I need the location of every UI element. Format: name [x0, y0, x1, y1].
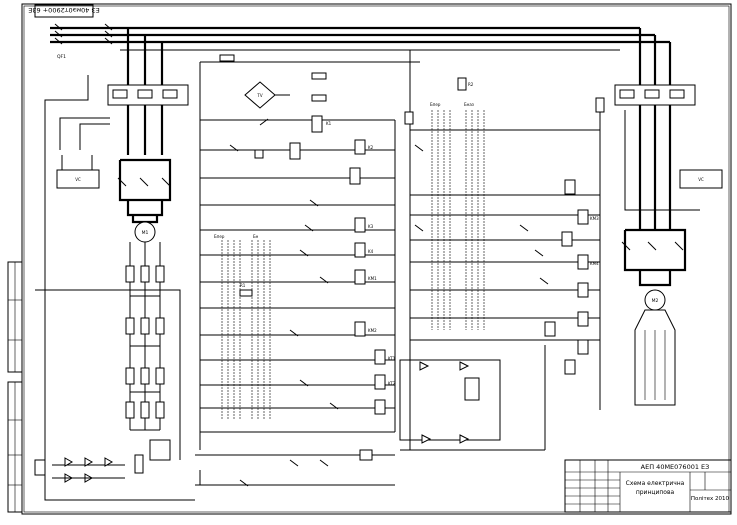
left-motor-circuit: M1	[107, 28, 189, 431]
inner-frame	[23, 5, 730, 513]
resistor-r2-label: R2	[468, 82, 474, 87]
relay-k1-label: K1	[326, 121, 332, 126]
relay-coil	[561, 231, 573, 247]
relay-coil	[374, 349, 386, 365]
supply-buses: QF1	[50, 23, 670, 60]
bus-left-a-label: Бпер	[214, 234, 225, 239]
relay-kt1-label: KT1	[388, 356, 396, 361]
bus-bank-middle: Бпер Бназ	[430, 102, 485, 330]
relay-k2-label: K2	[368, 145, 374, 150]
right-box-label: VC	[698, 177, 704, 182]
bus-mid-a-label: Бпер	[430, 102, 441, 107]
relay-km3-label: KM3	[590, 216, 599, 221]
left-margin-stamps	[7, 261, 23, 513]
left-box-label: VC	[75, 177, 81, 182]
transformer-label: TV	[256, 93, 262, 98]
relay-coil	[577, 254, 589, 270]
relay-coil	[374, 399, 386, 415]
bus-mid-b-label: Бназ	[464, 102, 474, 107]
left-feeder-lines	[34, 75, 195, 501]
bus-bank-left: Бпер Бн	[214, 234, 271, 420]
relay-coil	[374, 374, 386, 390]
relay-coil	[354, 321, 366, 337]
resistor-r1-label: R1	[240, 283, 246, 288]
diode-bridge-section	[399, 345, 546, 451]
relay-coil	[577, 282, 589, 298]
main-switch-label: QF1	[57, 54, 66, 60]
control-rungs-left: K1 K2 K3 K4 KM1 KM2 KT1 KT2 R1	[200, 115, 396, 433]
drawing-frame	[21, 3, 732, 515]
relay-coil	[577, 339, 589, 355]
relay-k3-label: K3	[368, 224, 374, 229]
title-block: АЕП 40МЕ076001 ЕЗ Схема електрична принц…	[564, 459, 732, 513]
control-rungs-middle: KM3 KM4 R2	[404, 77, 605, 410]
relay-coil	[354, 139, 366, 155]
relay-coil	[354, 269, 366, 285]
title-designation: АЕП 40МЕ076001 ЕЗ	[641, 463, 710, 471]
relay-coil	[564, 359, 576, 375]
relay-k4-label: K4	[368, 249, 374, 254]
relay-coil	[577, 311, 589, 327]
relay-coil	[289, 142, 301, 160]
resistor-r2-symbol	[457, 77, 467, 91]
control-rungs-bottom	[195, 449, 395, 487]
corner-code-text: ЕЗ 40мэ0т2900+ 63Е	[28, 6, 99, 14]
title-org: Політех 2010	[691, 496, 730, 502]
motor-m1-label: M1	[142, 230, 149, 236]
relay-km2-label: KM2	[368, 328, 377, 333]
title-line-2: принципова	[636, 489, 675, 496]
resistor-r1-symbol	[239, 289, 253, 297]
relay-coil	[354, 242, 366, 258]
relay-coil	[564, 179, 576, 195]
relay-coil	[577, 209, 589, 225]
right-motor-circuit: M2 VC	[614, 28, 723, 406]
bus-left-b-label: Бн	[253, 234, 259, 239]
left-measure-circuit: VC	[56, 117, 110, 189]
relay-coil	[354, 217, 366, 233]
title-line-1: Схема електрична	[626, 480, 685, 487]
relay-coil	[544, 321, 556, 337]
relay-kt2-label: KT2	[388, 381, 396, 386]
relay-km4-label: KM4	[590, 261, 599, 266]
relay-coil	[311, 115, 323, 133]
relay-km1-label: KM1	[368, 276, 377, 281]
corner-code-box: ЕЗ 40мэ0т2900+ 63Е	[28, 4, 100, 18]
relay-coil	[349, 167, 361, 185]
motor-m2-label: M2	[652, 298, 659, 304]
